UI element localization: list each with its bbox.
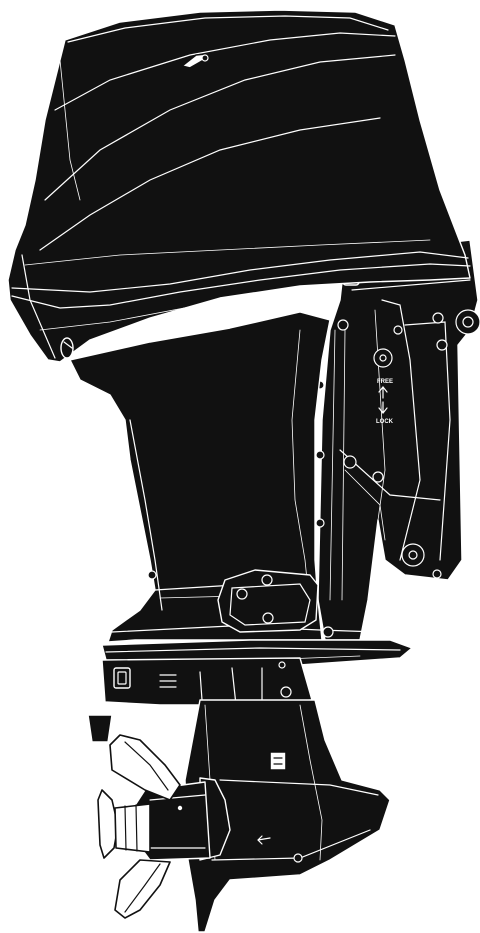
tilt-lock-indicator: FREE LOCK [376, 379, 394, 425]
tilt-free-label: FREE [377, 379, 393, 385]
engine-cowling [7, 9, 471, 363]
tilt-lock-label: LOCK [376, 419, 394, 425]
clamp-bracket [315, 239, 480, 641]
mount-plate [217, 569, 334, 638]
propeller [97, 734, 184, 919]
propeller-housing [131, 777, 231, 861]
